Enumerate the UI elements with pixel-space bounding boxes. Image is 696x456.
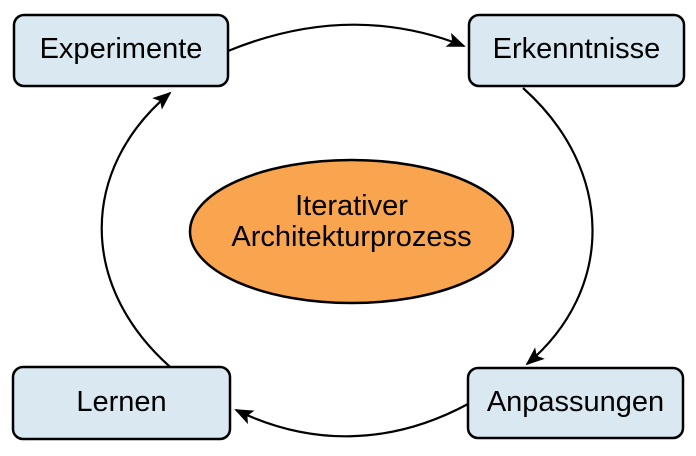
center-ellipse: [188, 158, 515, 305]
arrow-lernen-to-experimente: [100, 91, 177, 373]
node-experimente-label: Experimente: [40, 33, 203, 65]
center-ellipse-label-line2: Architekturprozess: [231, 221, 471, 253]
arrow-anpassungen-to-lernen: [234, 403, 469, 438]
node-experimente: [12, 13, 230, 88]
node-anpassungen-label: Anpassungen: [487, 386, 664, 418]
node-anpassungen: [466, 366, 685, 440]
node-lernen: [11, 365, 232, 441]
node-erkenntnisse: [467, 13, 686, 88]
arrow-experimente-to-erkenntnisse: [227, 23, 466, 53]
arrow-erkenntnisse-to-anpassungen: [522, 87, 594, 366]
node-erkenntnisse-label: Erkenntnisse: [493, 33, 661, 65]
center-ellipse-label-line1: Iterativer: [295, 190, 408, 222]
node-lernen-label: Lernen: [76, 386, 166, 418]
